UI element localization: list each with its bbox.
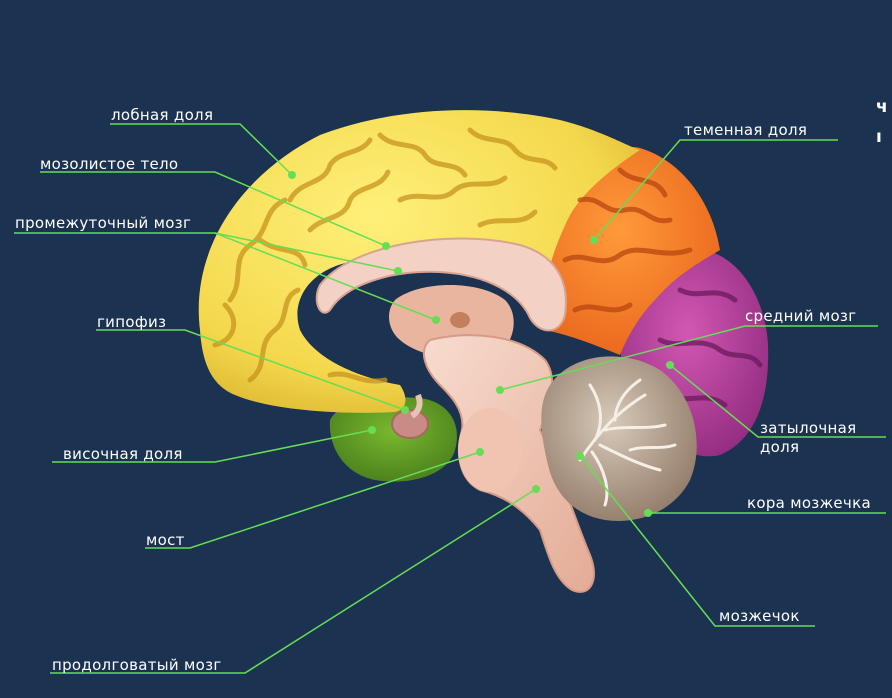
corpus-callosum-region [315, 237, 567, 332]
label-occipital-lobe-line2: доля [760, 438, 800, 456]
leader-parietal-lobe [593, 139, 838, 241]
pituitary-region [391, 409, 429, 439]
dot-diencephalon-2 [432, 316, 440, 324]
dot-pons [476, 448, 484, 456]
label-occipital-lobe-line1: затылочная [760, 419, 857, 437]
label-diencephalon: промежуточный мозг [15, 214, 192, 232]
label-cerebellum: мозжечок [719, 607, 800, 625]
leader-diencephalon [14, 232, 399, 272]
dot-cerebellar-cortex [644, 509, 652, 517]
edge-text-line2: ı [876, 127, 882, 147]
leader-corpus-callosum [40, 171, 387, 247]
leader-temporal-lobe [52, 429, 373, 463]
label-temporal-lobe: височная доля [63, 445, 183, 463]
leader-medulla [50, 488, 537, 674]
leader-occipital-lobe [669, 364, 886, 438]
edge-text-fragment: ч ı [876, 92, 892, 152]
dot-occipital-lobe [666, 361, 674, 369]
label-midbrain: средний мозг [745, 307, 857, 325]
pons-bulge [458, 408, 522, 492]
label-occipital-lobe: затылочная доля [760, 419, 885, 457]
leader-diencephalon-2 [214, 232, 437, 321]
label-medulla: продолговатый мозг [52, 656, 222, 674]
dot-temporal-lobe [368, 426, 376, 434]
edge-text-line1: ч [876, 97, 888, 117]
label-corpus-callosum: мозолистое тело [40, 155, 179, 173]
dot-cerebellum [576, 452, 584, 460]
leader-frontal-lobe [110, 123, 293, 176]
arbor-vitae [578, 378, 677, 507]
thalamus-spot [450, 312, 470, 328]
dot-parietal-lobe [590, 236, 598, 244]
label-pons: мост [146, 531, 185, 549]
dot-frontal-lobe [288, 171, 296, 179]
label-cerebellar-cortex: кора мозжечка [747, 494, 871, 512]
cerebellum-region [541, 356, 697, 521]
leader-midbrain [499, 325, 878, 391]
frontal-gyri [212, 127, 558, 384]
label-frontal-lobe: лобная доля [111, 106, 214, 124]
label-pituitary: гипофиз [97, 313, 167, 331]
label-parietal-lobe: теменная доля [684, 121, 808, 139]
leader-cerebellum [579, 455, 815, 627]
dot-diencephalon [394, 267, 402, 275]
dot-medulla [532, 485, 540, 493]
leader-pituitary [96, 329, 406, 411]
dot-pituitary [401, 406, 409, 414]
dot-midbrain [496, 386, 504, 394]
pituitary-stalk [410, 393, 423, 419]
leader-pons [145, 451, 481, 549]
dot-corpus-callosum [382, 242, 390, 250]
